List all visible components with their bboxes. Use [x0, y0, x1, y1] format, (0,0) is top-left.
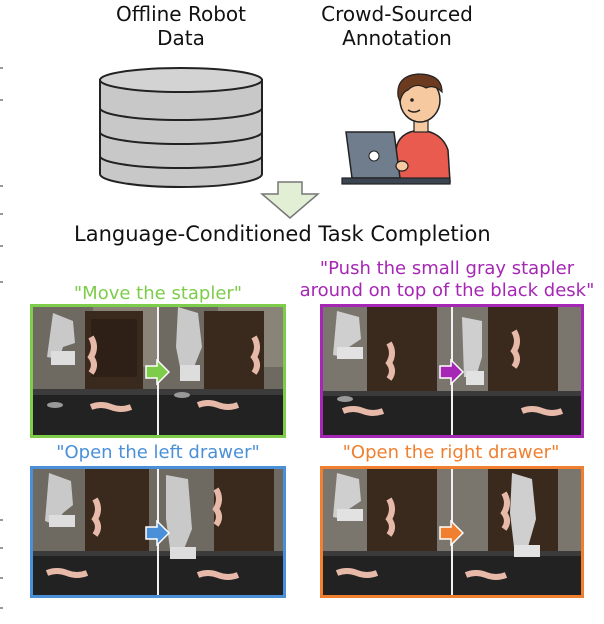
caption-open-left-drawer: "Open the left drawer"	[56, 442, 260, 463]
panel-move-stapler	[30, 304, 286, 438]
right-arrow-icon	[438, 519, 465, 547]
frame-before	[33, 307, 158, 435]
database-icon	[98, 66, 264, 190]
task-title: Language-Conditioned Task Completion	[74, 222, 491, 246]
right-arrow-icon	[438, 358, 465, 386]
down-arrow-icon	[258, 180, 322, 220]
offline-robot-data-label: Offline Robot Data	[116, 2, 246, 50]
panel-open-left-drawer	[30, 466, 286, 598]
caption-push-stapler: "Push the small gray stapler around on t…	[299, 258, 595, 301]
person-laptop-icon	[338, 70, 458, 188]
panel-open-right-drawer	[320, 466, 584, 598]
right-arrow-icon	[144, 519, 171, 547]
frame-after	[158, 307, 283, 435]
margin-ticks	[0, 0, 4, 620]
margin-ticks-svg	[0, 67, 3, 609]
frame-before	[323, 469, 452, 595]
frame-before	[323, 307, 452, 435]
crowd-sourced-annotation-label: Crowd-Sourced Annotation	[321, 2, 473, 50]
frame-after	[158, 469, 283, 595]
right-arrow-icon	[144, 358, 171, 386]
caption-open-right-drawer: "Open the right drawer"	[342, 442, 560, 463]
frame-after	[452, 307, 581, 435]
caption-move-stapler: "Move the stapler"	[73, 283, 243, 304]
frame-after	[452, 469, 581, 595]
frame-before	[33, 469, 158, 595]
panel-push-stapler	[320, 304, 584, 438]
